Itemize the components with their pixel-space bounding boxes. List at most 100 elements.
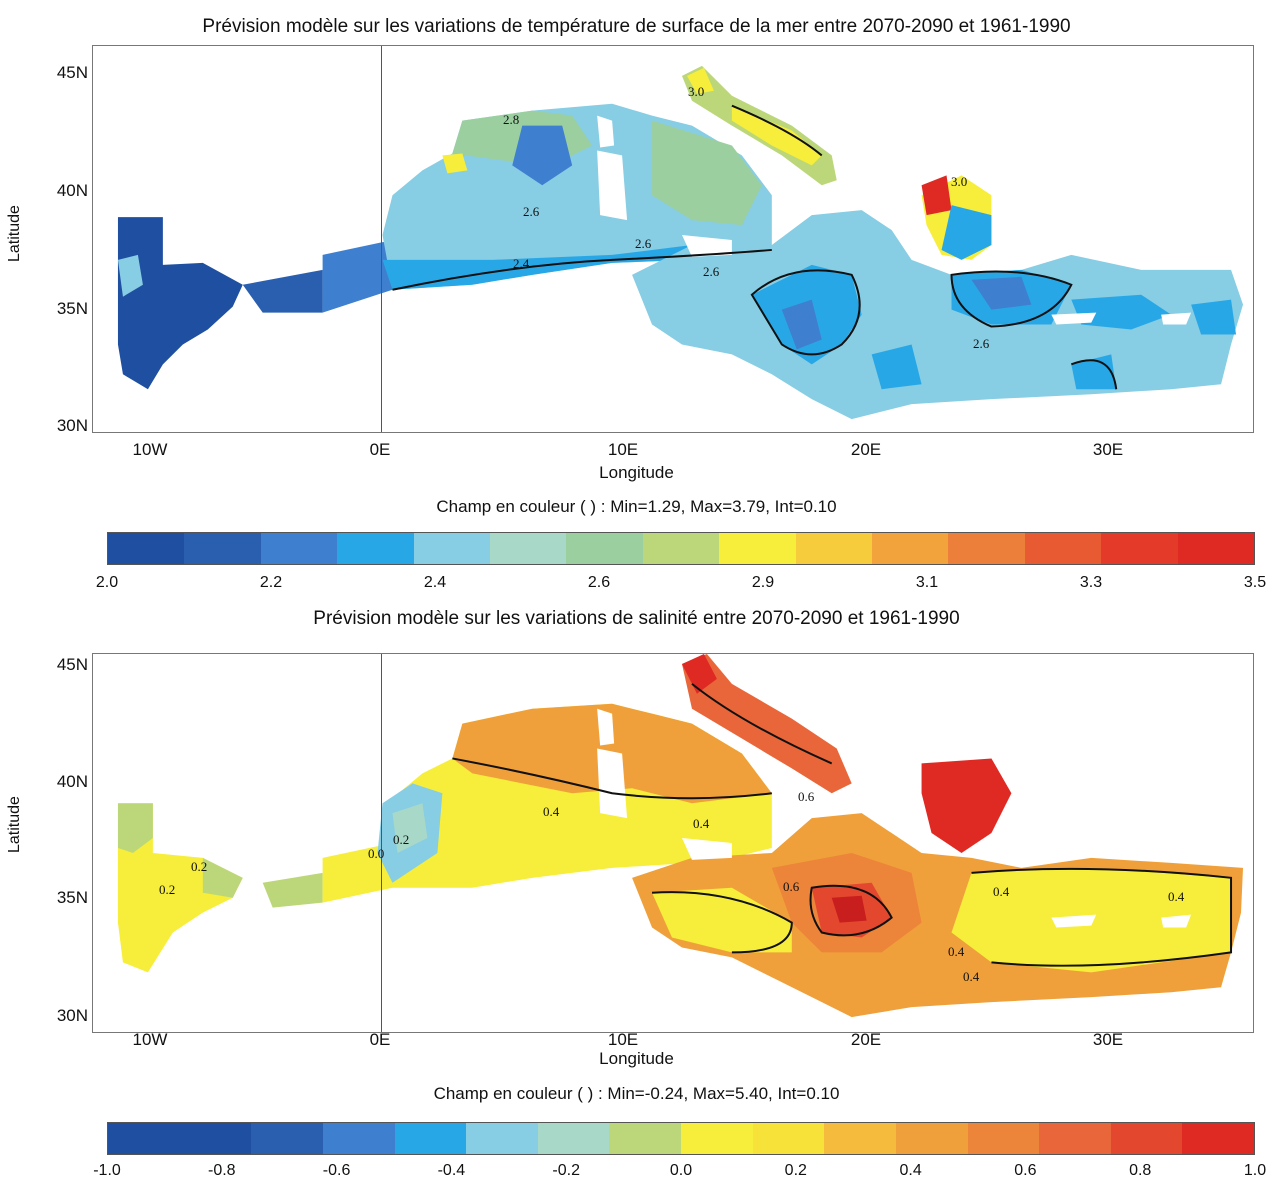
sst-title: Prévision modèle sur les variations de t… xyxy=(202,16,1071,37)
colorbar-swatch xyxy=(872,533,949,564)
lat-label-35n: 35N xyxy=(56,299,88,318)
lon-label-30e: 30E xyxy=(1092,440,1124,459)
salinity-panel: Prévision modèle sur les variations de s… xyxy=(0,598,1273,1184)
colorbar-swatch xyxy=(322,1123,395,1154)
colorbar-swatch xyxy=(1110,1123,1183,1154)
colorbar-swatch xyxy=(681,1123,753,1154)
prime-meridian-line xyxy=(381,46,382,432)
colorbar-swatch xyxy=(795,533,873,564)
salinity-map: 0.4 0.4 0.6 0.6 0.4 0.4 0.4 0.4 0.2 0.2 … xyxy=(92,653,1254,1033)
colorbar-swatch xyxy=(537,1123,610,1154)
lat-label-30n: 30N xyxy=(56,1006,88,1025)
salinity-contour-label: 0.4 xyxy=(543,804,560,819)
salinity-contour-label: 0.4 xyxy=(693,816,710,831)
lon-label-0e: 0E xyxy=(369,1030,391,1049)
colorbar-swatch xyxy=(413,533,491,564)
sst-y-axis-title: Latitude xyxy=(6,205,23,262)
colorbar-swatch xyxy=(108,533,185,564)
colorbar-tick-label: 2.4 xyxy=(423,574,447,591)
colorbar-tick-label: -0.4 xyxy=(437,1162,466,1179)
colorbar-swatch xyxy=(337,533,414,564)
colorbar-tick-label: 0.4 xyxy=(899,1162,922,1179)
colorbar-tick-label: 3.3 xyxy=(1079,574,1103,591)
salinity-y-axis-title: Latitude xyxy=(6,796,23,853)
colorbar-swatch xyxy=(466,1123,538,1154)
salinity-x-axis-title: Longitude xyxy=(599,1049,674,1068)
colorbar-swatch xyxy=(490,533,567,564)
sst-contour-label: 2.6 xyxy=(973,336,990,351)
colorbar-swatch xyxy=(108,1123,180,1154)
colorbar-tick-label: 2.9 xyxy=(751,574,775,591)
colorbar-swatch xyxy=(260,533,338,564)
colorbar-tick-label: 2.0 xyxy=(95,574,119,591)
colorbar-swatch xyxy=(1177,533,1255,564)
colorbar-tick-label: -0.8 xyxy=(208,1162,236,1179)
colorbar-swatch xyxy=(824,1123,896,1154)
colorbar-tick-label: -1.0 xyxy=(93,1162,121,1179)
sst-contour-label: 2.6 xyxy=(523,204,540,219)
salinity-contour-label: 0.2 xyxy=(159,882,176,897)
salinity-field-info: Champ en couleur ( ) : Min=-0.24, Max=5.… xyxy=(433,1084,840,1103)
sst-contour-label: 2.8 xyxy=(503,112,520,127)
salinity-title: Prévision modèle sur les variations de s… xyxy=(313,608,960,629)
lat-label-30n: 30N xyxy=(56,416,88,435)
salinity-colorbar xyxy=(107,1122,1255,1155)
sst-contour-label: 2.4 xyxy=(513,256,530,271)
colorbar-swatch xyxy=(394,1123,467,1154)
lat-label-35n: 35N xyxy=(56,888,88,907)
salinity-contour-label: 0.2 xyxy=(191,859,208,874)
colorbar-tick-label: 1.0 xyxy=(1243,1162,1267,1179)
lon-label-10w: 10W xyxy=(132,440,168,459)
lon-label-10e: 10E xyxy=(607,1030,639,1049)
colorbar-swatch xyxy=(895,1123,968,1154)
colorbar-tick-label: -0.6 xyxy=(322,1162,351,1179)
salinity-contour-label: 0.4 xyxy=(963,969,980,984)
sst-contour-label: 3.0 xyxy=(951,174,968,189)
salinity-contour-label: 0.2 xyxy=(393,832,410,847)
lat-label-40n: 40N xyxy=(56,772,88,791)
prime-meridian-line xyxy=(381,654,382,1032)
lon-label-20e: 20E xyxy=(850,440,882,459)
colorbar-swatch xyxy=(566,533,643,564)
colorbar-tick-label: 3.5 xyxy=(1243,574,1267,591)
lon-label-0e: 0E xyxy=(369,440,391,459)
colorbar-tick-label: -0.2 xyxy=(552,1162,580,1179)
sst-field-info: Champ en couleur ( ) : Min=1.29, Max=3.7… xyxy=(436,497,837,516)
salinity-contour-label: 0.4 xyxy=(1168,889,1185,904)
colorbar-swatch xyxy=(642,533,720,564)
colorbar-tick-label: 2.6 xyxy=(587,574,611,591)
lat-label-45n: 45N xyxy=(56,655,88,674)
colorbar-swatch xyxy=(948,533,1025,564)
sst-map: 2.8 2.6 2.6 2.4 2.6 2.6 3.0 3.0 xyxy=(92,45,1254,433)
sst-panel: Prévision modèle sur les variations de t… xyxy=(6,16,1267,591)
colorbar-swatch xyxy=(1024,533,1102,564)
colorbar-swatch xyxy=(251,1123,323,1154)
salinity-contour-label: 0.6 xyxy=(783,879,800,894)
salinity-contour-label: 0.4 xyxy=(993,884,1010,899)
colorbar-tick-label: 0.2 xyxy=(784,1162,807,1179)
lon-label-30e: 30E xyxy=(1092,1030,1124,1049)
colorbar-tick-label: 2.2 xyxy=(259,574,283,591)
colorbar-swatch xyxy=(1039,1123,1111,1154)
colorbar-tick-label: 0.6 xyxy=(1014,1162,1037,1179)
sst-contour-label: 2.6 xyxy=(703,264,720,279)
lon-label-20e: 20E xyxy=(850,1030,882,1049)
sst-colorbar xyxy=(107,532,1255,565)
lon-label-10w: 10W xyxy=(132,1030,168,1049)
sst-contour-label: 3.0 xyxy=(688,84,705,99)
salinity-contour-label: 0.4 xyxy=(948,944,965,959)
colorbar-swatch xyxy=(719,533,796,564)
colorbar-swatch xyxy=(184,533,261,564)
sst-x-axis-title: Longitude xyxy=(599,463,674,482)
colorbar-swatch xyxy=(609,1123,681,1154)
lat-label-40n: 40N xyxy=(56,181,88,200)
salinity-contour-label: 0.6 xyxy=(798,789,815,804)
lat-label-45n: 45N xyxy=(56,63,88,82)
colorbar-tick-label: 0.0 xyxy=(669,1162,693,1179)
colorbar-swatch xyxy=(1182,1123,1254,1154)
salinity-contour-label: 0.0 xyxy=(368,846,385,861)
lon-label-10e: 10E xyxy=(607,440,639,459)
colorbar-swatch xyxy=(752,1123,825,1154)
colorbar-tick-label: 3.1 xyxy=(915,574,939,591)
colorbar-swatch xyxy=(967,1123,1040,1154)
